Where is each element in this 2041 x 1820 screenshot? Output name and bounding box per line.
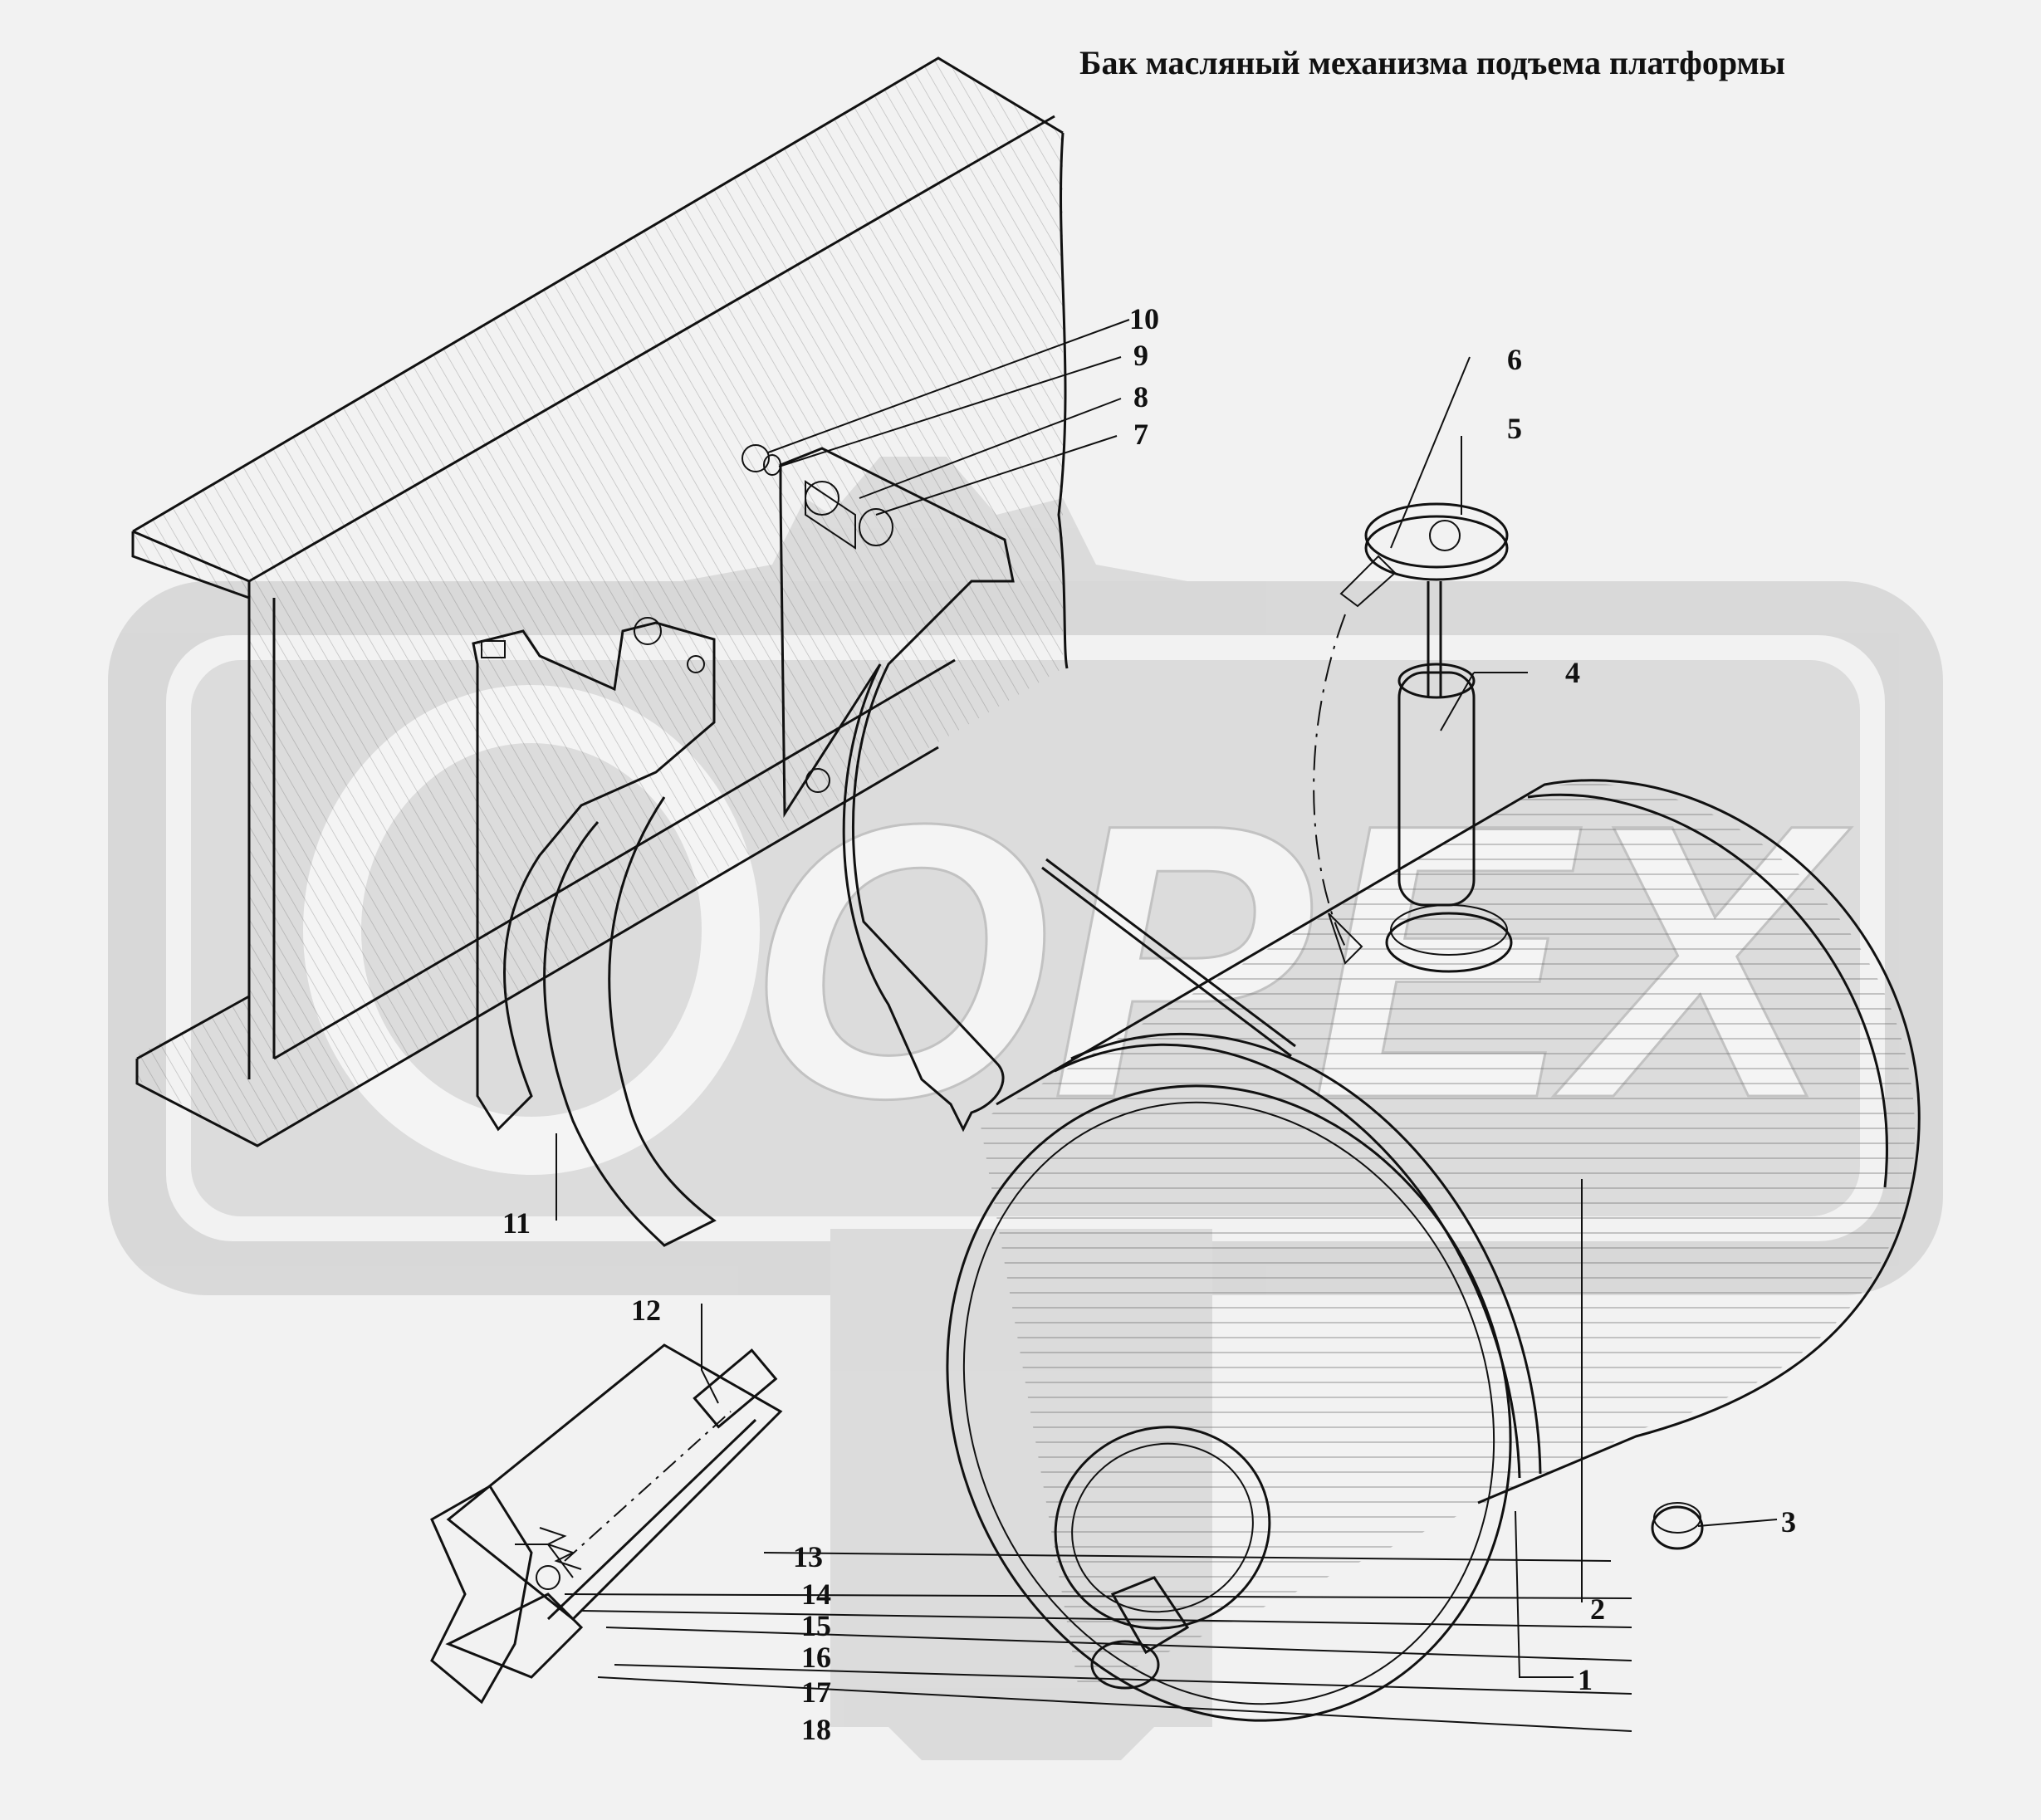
diagram-title: Бак масляный механизма подъема платформы — [1079, 44, 1785, 81]
callout-10: 10 — [1129, 302, 1159, 335]
callout-5: 5 — [1507, 412, 1522, 445]
callout-16: 16 — [801, 1641, 831, 1674]
callout-6: 6 — [1507, 343, 1522, 376]
left-bracket — [472, 617, 717, 1247]
callout-11: 11 — [502, 1206, 531, 1240]
callout-3: 3 — [1781, 1505, 1796, 1539]
callout-13: 13 — [793, 1540, 823, 1573]
breather-valve — [430, 1343, 783, 1705]
callout-4: 4 — [1565, 656, 1580, 689]
callout-12: 12 — [631, 1294, 661, 1327]
oil-tank — [946, 502, 1921, 1722]
callout-8: 8 — [1133, 380, 1148, 413]
callout-9: 9 — [1133, 339, 1148, 372]
callout-17: 17 — [801, 1676, 831, 1709]
callout-labels: 10 9 8 7 6 5 4 11 12 13 14 15 16 17 18 3… — [502, 302, 1796, 1746]
callout-14: 14 — [801, 1578, 831, 1611]
right-bracket — [742, 444, 1015, 1133]
callout-7: 7 — [1133, 418, 1148, 451]
leader-lines — [556, 319, 1778, 1732]
callout-1: 1 — [1578, 1663, 1593, 1696]
callout-18: 18 — [801, 1713, 831, 1746]
callout-15: 15 — [801, 1609, 831, 1642]
callout-2: 2 — [1590, 1592, 1605, 1626]
